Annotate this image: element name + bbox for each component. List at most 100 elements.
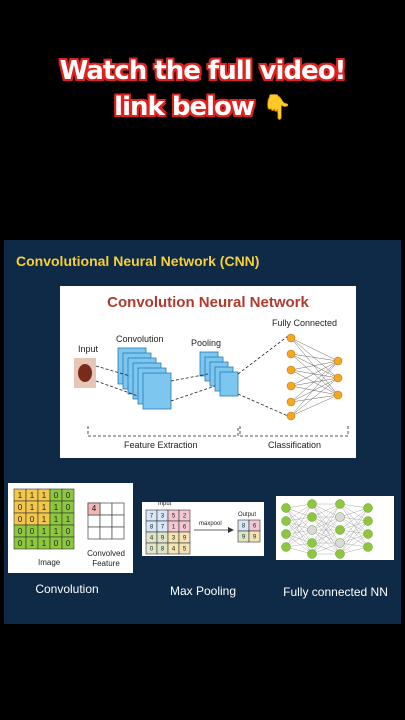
pool-cell-value: 2	[183, 514, 187, 520]
label-feature-extraction: Feature Extraction	[124, 440, 198, 450]
projection-lines	[87, 335, 349, 437]
nn-edge	[285, 503, 313, 548]
conv-cell-value: 1	[42, 515, 47, 524]
nn-edge	[311, 542, 341, 555]
nn-node	[363, 516, 373, 526]
nn-node	[307, 549, 317, 559]
nn-node	[307, 499, 317, 509]
pool-cell-value: 3	[161, 514, 165, 520]
conv-cell-value: 1	[30, 491, 35, 500]
slide-title: Convolutional Neural Network (CNN)	[16, 253, 260, 269]
fc-nodes	[286, 333, 343, 421]
pool-cell	[178, 542, 191, 555]
pool-out-cell-value: 9	[253, 535, 257, 541]
nn-edge	[339, 533, 369, 544]
nn-edge	[339, 520, 369, 544]
pool-cell-value: 5	[172, 514, 176, 520]
nn-edge	[339, 520, 369, 555]
conv-cell-value: 0	[54, 539, 59, 548]
nn-node	[281, 516, 291, 526]
conv-cell-value: 0	[66, 539, 71, 548]
nn-edge	[339, 507, 369, 518]
nn-edge	[285, 533, 313, 555]
conv-cell	[61, 536, 75, 550]
cnn-diagram-card: Convolution Neural Network	[60, 286, 356, 458]
pool-cell-value: 3	[172, 536, 176, 542]
conv-cell-value: 1	[42, 527, 47, 536]
cta-line-1: Watch the full video!	[59, 56, 347, 86]
pool-out-cell-value: 9	[242, 535, 246, 541]
pool-cell-value: 5	[183, 547, 187, 553]
pool-cell-value: 8	[161, 547, 165, 553]
conv-cell-value: 1	[54, 515, 59, 524]
conv-cell-value: 1	[42, 539, 47, 548]
nn-edge	[339, 533, 369, 555]
pool-out-cell-value: 6	[253, 524, 257, 530]
nn-node	[335, 525, 345, 535]
fc-connections	[290, 337, 339, 417]
conv-cell-value: 0	[54, 491, 59, 500]
label-image: Image	[38, 558, 61, 567]
label-maxpool: maxpool	[199, 521, 222, 527]
pool-cell-value: 6	[183, 525, 187, 531]
cnn-diagram	[74, 333, 349, 437]
diagram-title: Convolution Neural Network	[107, 294, 309, 311]
nn-node	[335, 512, 345, 522]
conv-cell-value: 1	[30, 503, 35, 512]
label-fully-connected: Fully Connected	[272, 318, 338, 328]
nn-edge	[311, 503, 341, 544]
nn-edge	[339, 546, 369, 555]
nn-node	[335, 538, 345, 548]
nn-edge	[311, 503, 341, 555]
nn-edge	[339, 507, 369, 531]
pool-out-cell	[248, 530, 261, 543]
label-pooling: Pooling	[191, 338, 222, 348]
fully-connected-example	[276, 496, 394, 560]
nn-edge	[339, 507, 369, 544]
maxpool-arrowhead	[228, 527, 234, 533]
conv-cell-value: 1	[54, 503, 59, 512]
nn-edge	[311, 503, 341, 531]
nn-edge	[285, 520, 313, 555]
nn-edge	[311, 529, 341, 555]
nn-edge	[285, 516, 313, 548]
convolution-stack	[117, 347, 172, 410]
nn-edge	[339, 507, 369, 555]
pool-cell-value: 8	[150, 525, 154, 531]
nn-edge	[285, 503, 313, 535]
conv-cell-value: 1	[42, 503, 47, 512]
pool-cell-value: 7	[161, 525, 165, 531]
cta-line-2-text: link below	[114, 92, 255, 122]
label-input: Input	[78, 344, 99, 354]
conv-cell-value: 1	[30, 539, 35, 548]
nn-node	[281, 529, 291, 539]
conv-cell-value: 0	[66, 527, 71, 536]
pool-cell-value: 9	[161, 536, 165, 542]
nn-edge	[311, 516, 341, 555]
nn-edge	[285, 529, 313, 548]
convolved-value: 4	[91, 504, 97, 513]
nn-node	[281, 542, 291, 552]
conv-cell-value: 0	[66, 491, 71, 500]
pool-cell-value: 7	[150, 514, 154, 520]
conv-cell-value: 0	[18, 515, 23, 524]
nn-node	[363, 529, 373, 539]
nn-edge	[311, 529, 341, 544]
nn-node	[307, 512, 317, 522]
nn-node	[307, 538, 317, 548]
nn-node	[363, 542, 373, 552]
nn-node	[363, 503, 373, 513]
nn-node	[335, 549, 345, 559]
pool-cell-value: 0	[150, 547, 154, 553]
conv-cell-value: 0	[30, 527, 35, 536]
pooling-stack	[199, 351, 239, 397]
caption-convolution: Convolution	[35, 582, 99, 596]
label-pool-output: Output	[238, 512, 257, 518]
input-image-lesion	[78, 364, 92, 382]
pool-cell-value: 4	[172, 547, 176, 553]
caption-fully-connected: Fully connected NN	[283, 585, 388, 599]
